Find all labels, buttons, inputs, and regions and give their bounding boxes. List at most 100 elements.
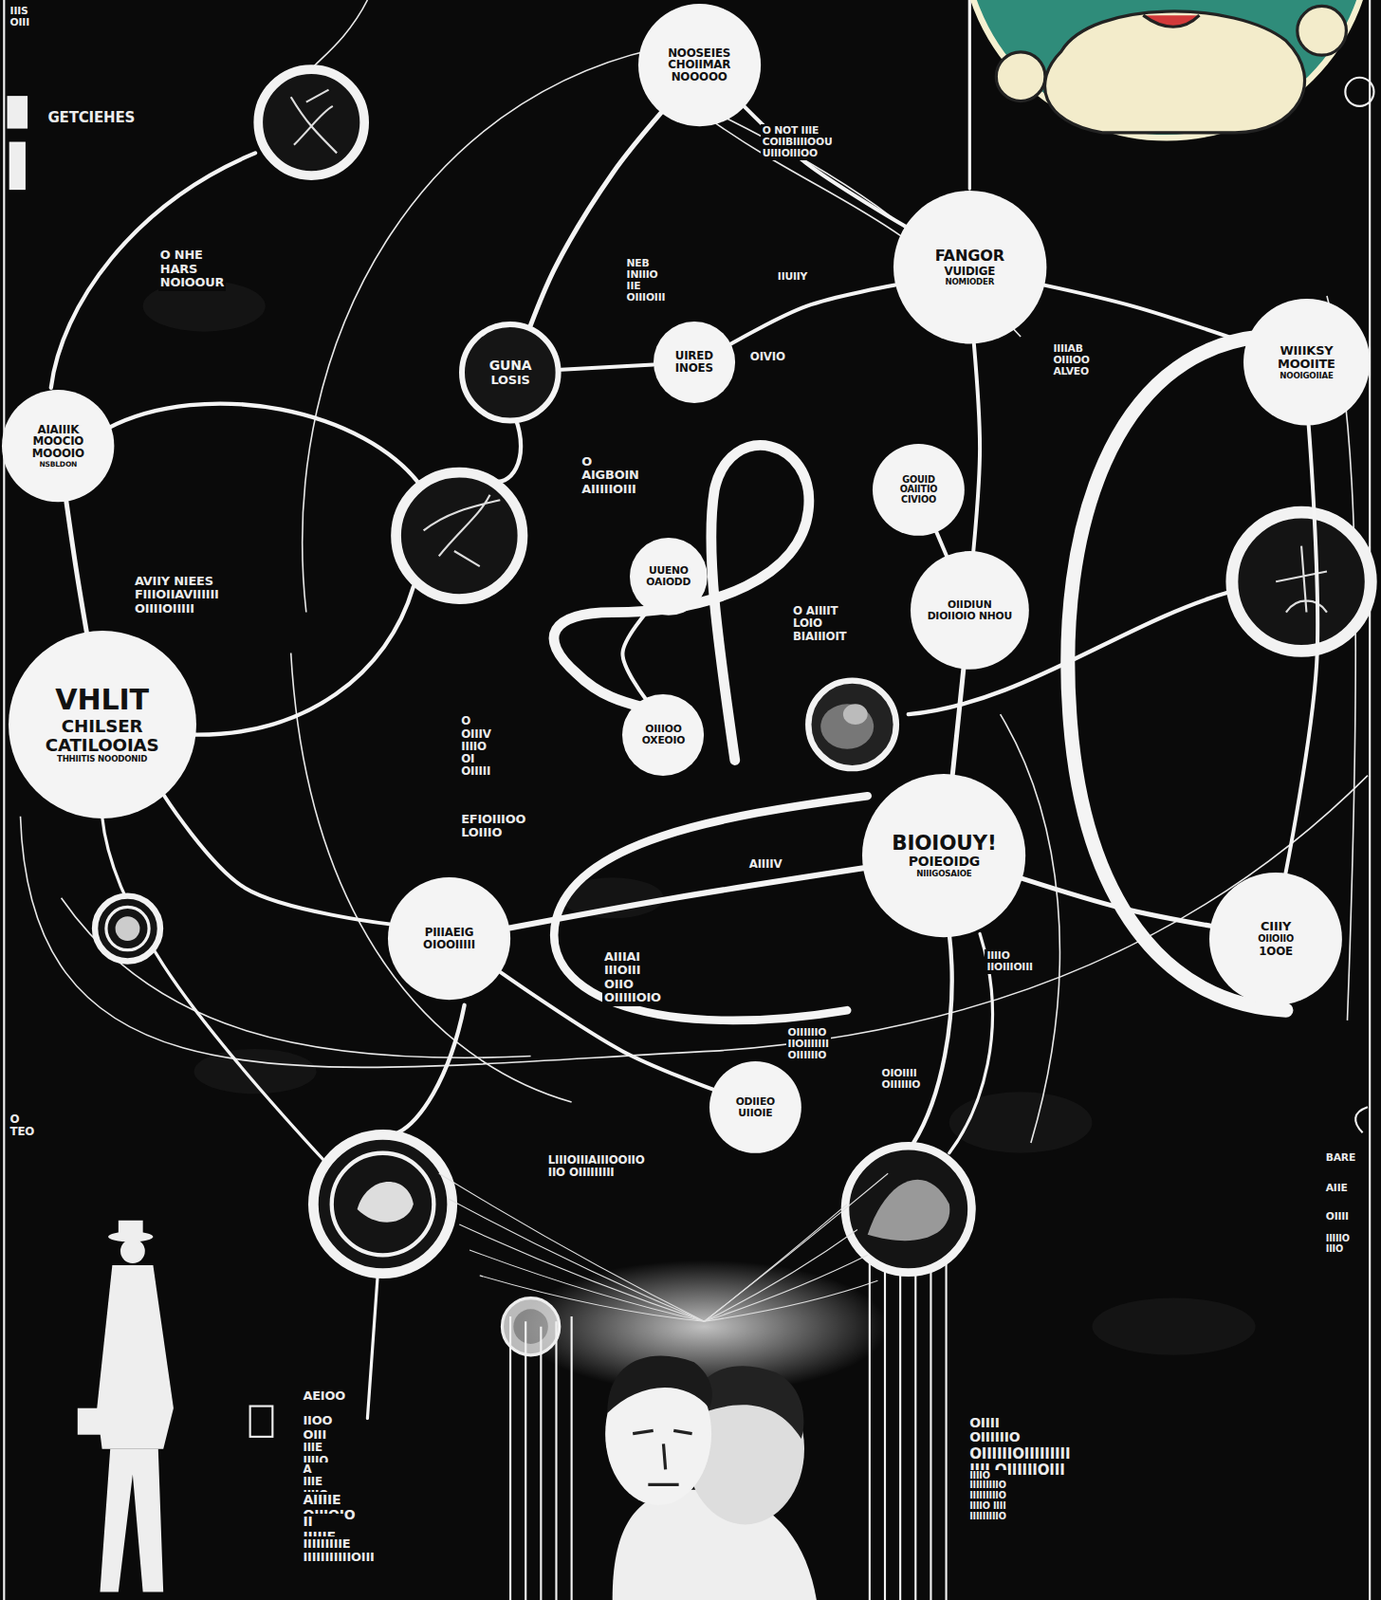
note-text: IIIIIO IIIO bbox=[1325, 1233, 1350, 1255]
walking-man bbox=[77, 1220, 274, 1593]
connector-curve bbox=[509, 867, 864, 928]
concentric-symbol bbox=[94, 896, 161, 962]
node-content: OIIDIUN DIOIIOIO NHOU bbox=[924, 598, 1014, 623]
node-heading: VHLIT bbox=[31, 684, 173, 717]
note-box: IIIIIIIIIE IIIIIIIIIIIOIII bbox=[300, 1536, 376, 1566]
circle-node: FANGORVUIDIGENOMIODER bbox=[893, 190, 1047, 344]
thick-swirls bbox=[51, 0, 1287, 1418]
note-box: IIOO OIII bbox=[300, 1413, 334, 1443]
thick-swirls bbox=[913, 933, 952, 1143]
node-content: VHLITCHILSER CATILOOIASTHHIITIS NOODONID bbox=[31, 683, 173, 765]
texture-blobs bbox=[1091, 1298, 1255, 1356]
node-heading: UIRED INOES bbox=[662, 349, 725, 375]
note-text: OIVIO bbox=[750, 350, 786, 364]
vertical-lines bbox=[929, 1265, 932, 1600]
node-heading: CIIIY bbox=[1226, 920, 1326, 934]
connector-curve bbox=[1044, 285, 1247, 344]
note-text: IIIIAB OIIIOO ALVEO bbox=[1052, 343, 1089, 378]
note-box: O AIIIIT LOIO BIAIIIOIT bbox=[791, 604, 849, 645]
connector-curve bbox=[561, 364, 654, 369]
note-text: OIOIIII OIIIIIIO bbox=[882, 1067, 921, 1091]
picture-circle bbox=[1232, 512, 1371, 651]
node-heading: OIIIOO OXEOIO bbox=[632, 723, 695, 746]
edge-ornaments bbox=[8, 96, 27, 128]
thick-swirls bbox=[51, 152, 256, 387]
circle-node: UUENO OAIODD bbox=[629, 537, 708, 616]
node-text: NOOIGOIIAE bbox=[1258, 371, 1354, 381]
vertical-lines bbox=[509, 1316, 512, 1600]
node-content: GOUID OAIITIO CIVIOO bbox=[883, 474, 954, 506]
node-content: NOOSEIES CHOIIMAR NOOOOO bbox=[653, 46, 746, 85]
circle-shape bbox=[461, 324, 559, 422]
walking-man bbox=[118, 1220, 144, 1237]
dark-circle-node: GUNALOSIS bbox=[459, 321, 562, 424]
node-heading: WIIIKSY MOOIITE bbox=[1258, 344, 1354, 371]
connector-curve bbox=[936, 532, 947, 556]
picture-circle bbox=[313, 1134, 452, 1273]
node-heading: GUNA bbox=[472, 358, 550, 373]
node-heading: PIIIAEIG OIOOIIIII bbox=[403, 926, 496, 952]
note-text: OIIIIIIO IIOIIIIIII OIIIIIIO bbox=[788, 1027, 829, 1062]
spray-lines bbox=[439, 1173, 888, 1322]
note-text: O NOT IIIE COIIBIIIIOOU UIIIOIIIOO bbox=[762, 125, 833, 160]
connector-curve bbox=[66, 501, 87, 633]
node-text: LOSIS bbox=[472, 373, 550, 387]
note-text: O AIIIIT LOIO BIAIIIOIT bbox=[792, 605, 848, 644]
circle-shape bbox=[387, 877, 511, 1000]
vertical-lines bbox=[510, 1260, 947, 1600]
circle-node: OIIDIUN DIOIIOIO NHOU bbox=[910, 551, 1030, 670]
circle-shape bbox=[1, 389, 114, 502]
spray-lines bbox=[448, 1198, 704, 1322]
note-text: OIIII OIIIIIIO bbox=[969, 1416, 1020, 1446]
circle-node: BIOIOUY!POIEOIDGNIIIGOSAIOE bbox=[862, 773, 1026, 938]
note-text: IIIIO IIOIIIOIII bbox=[986, 950, 1032, 974]
concentric-symbol bbox=[106, 906, 149, 950]
note-text: O NHE HARS NOIOOUR bbox=[160, 248, 225, 290]
circle-shape bbox=[8, 630, 197, 819]
node-text: OIIOIIO bbox=[1226, 934, 1326, 944]
note-box: IIIS OIII bbox=[8, 4, 32, 30]
note-box: OIIIIIIO IIOIIIIIII OIIIIIIO bbox=[786, 1026, 831, 1063]
edge-ornaments bbox=[10, 143, 25, 189]
circle-shape bbox=[1243, 298, 1370, 425]
cartoon-badge bbox=[1297, 5, 1347, 56]
edge-ornaments bbox=[1344, 77, 1374, 107]
node-content: BIOIOUY!POIEOIDGNIIIGOSAIOE bbox=[883, 830, 1006, 881]
note-box: O OIIIV IIIIO OI OIIIII bbox=[459, 714, 493, 779]
connector-curve bbox=[1022, 878, 1212, 926]
spray-lines bbox=[479, 1275, 705, 1322]
thick-swirls bbox=[102, 816, 328, 1164]
note-box: IIUIIY bbox=[775, 270, 810, 284]
walking-man bbox=[77, 1408, 111, 1436]
node-text: 1OOE bbox=[1226, 945, 1326, 958]
note-text: O TEO bbox=[10, 1113, 36, 1140]
thin-orbit-lines bbox=[20, 775, 1368, 1068]
connector-curve bbox=[952, 669, 964, 775]
picture-circle bbox=[257, 69, 365, 176]
cartoon-badge bbox=[995, 52, 1046, 102]
spray-lines bbox=[439, 1173, 705, 1322]
node-heading: ODIIEO UIIOIE bbox=[720, 1096, 791, 1119]
picture-circle bbox=[291, 90, 337, 154]
node-text: NIIIGOSAIOE bbox=[883, 869, 1006, 879]
picture-circle bbox=[845, 1145, 972, 1272]
node-text: NOMIODER bbox=[912, 277, 1028, 287]
picture-circle bbox=[396, 472, 523, 599]
two-faces bbox=[607, 1356, 713, 1415]
walking-man bbox=[120, 1238, 146, 1264]
picture-circle bbox=[331, 1153, 435, 1256]
thick-swirls bbox=[490, 418, 522, 482]
vertical-lines bbox=[554, 1321, 557, 1600]
connector-curve bbox=[622, 609, 648, 699]
two-faces bbox=[632, 1430, 692, 1485]
node-text: NSBLDON bbox=[16, 460, 101, 469]
circle-node: AIAIIIK MOOCIO MOOOIONSBLDON bbox=[1, 389, 114, 502]
picture-circle bbox=[396, 472, 523, 599]
node-heading: BIOIOUY! bbox=[883, 831, 1006, 854]
picture-circle bbox=[845, 1145, 972, 1272]
spray-lines bbox=[704, 1173, 889, 1322]
node-content: ODIIEO UIIOIE bbox=[720, 1095, 791, 1120]
